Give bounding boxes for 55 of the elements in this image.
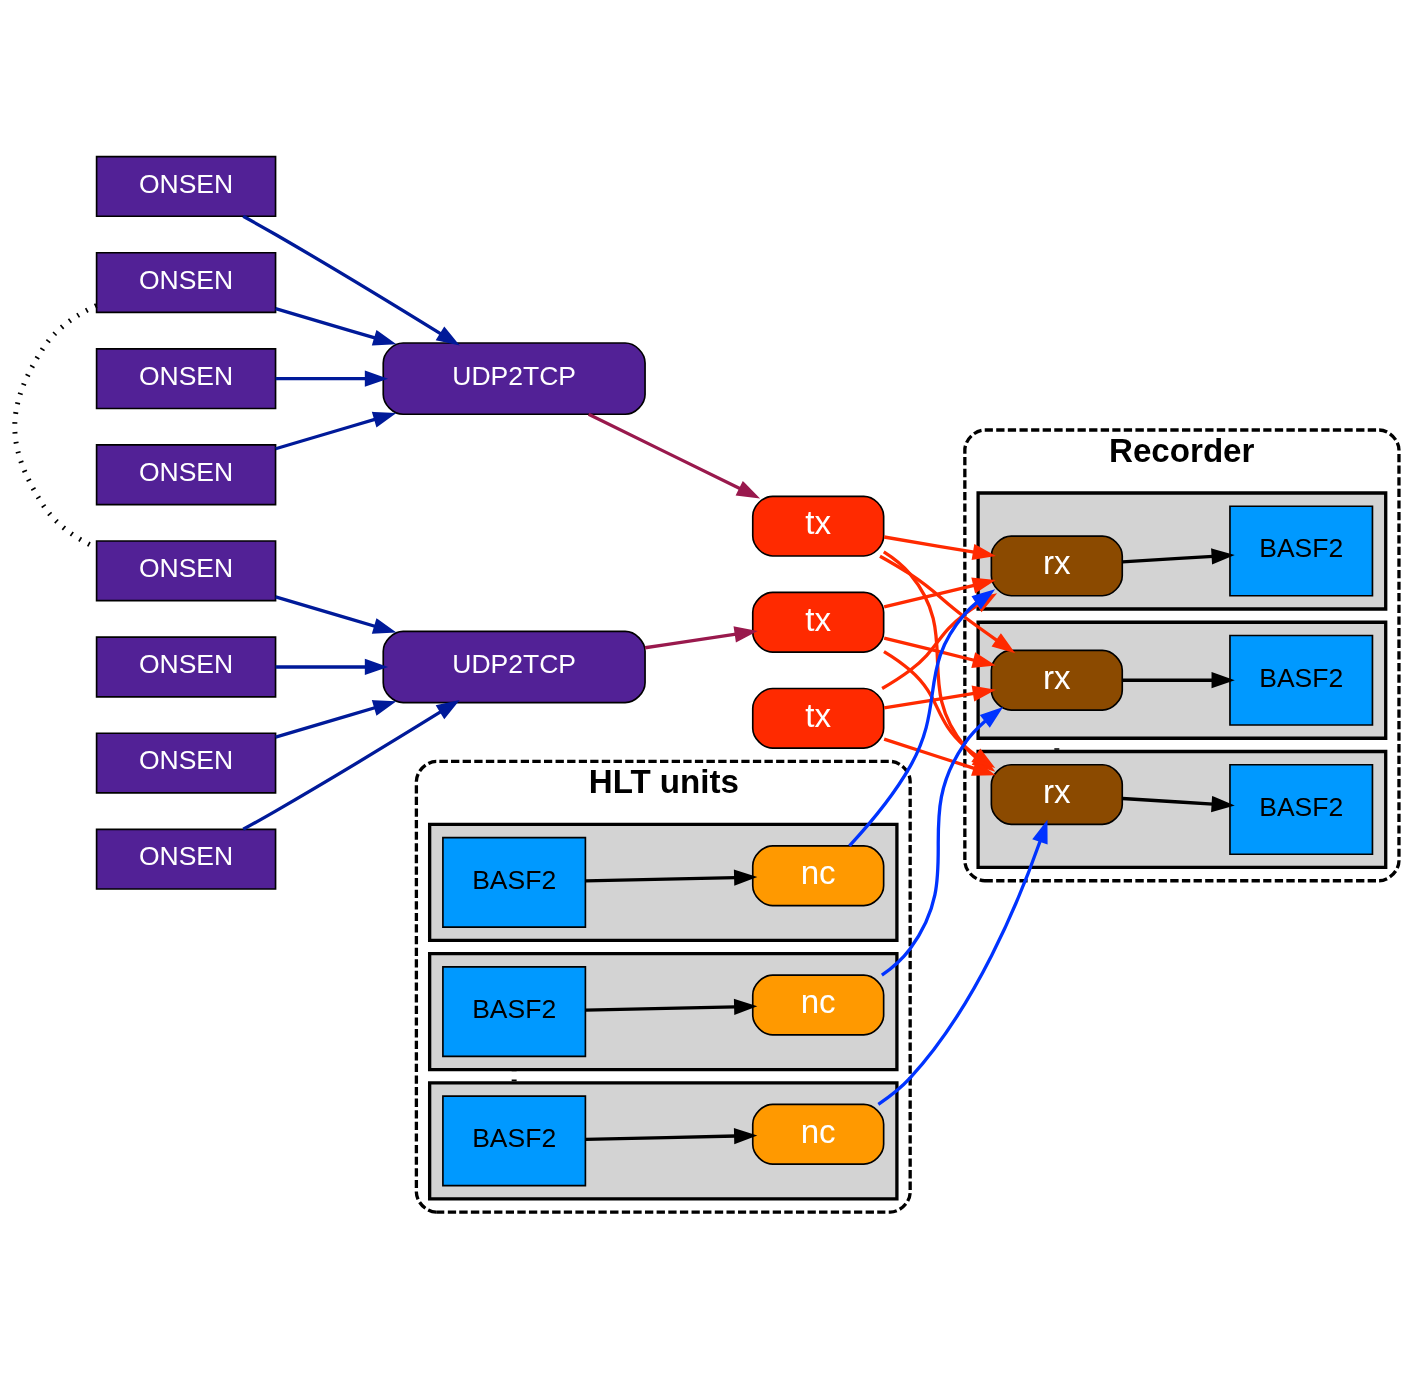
node-box: nc <box>751 844 885 906</box>
cluster <box>428 1080 899 1200</box>
node-box: UDP2TCP <box>382 341 646 415</box>
arrow <box>1122 547 1235 565</box>
node-box: BASF2 <box>1229 504 1374 597</box>
node-box: BASF2 <box>1229 634 1374 726</box>
arrow <box>585 998 758 1015</box>
arrow <box>1122 671 1235 688</box>
connector <box>12 302 98 550</box>
arrow <box>883 577 996 608</box>
node-box: ONSEN <box>95 155 277 217</box>
cluster <box>428 822 899 942</box>
node-box: ONSEN <box>95 443 277 505</box>
arrow <box>242 214 460 346</box>
arrow <box>587 412 761 498</box>
node-box: UDP2TCP <box>382 630 646 703</box>
node-box: nc <box>751 1103 885 1165</box>
arrow <box>585 1127 758 1144</box>
node-box: ONSEN <box>95 731 277 794</box>
node-box: rx <box>990 649 1124 711</box>
cluster <box>976 490 1388 611</box>
arrow <box>877 819 1048 1106</box>
arrow <box>275 411 397 450</box>
arrow <box>275 658 389 675</box>
arrow <box>879 554 1016 653</box>
cluster <box>976 749 1388 869</box>
node-box: rx <box>990 534 1124 597</box>
arrow <box>275 306 397 345</box>
node-box: rx <box>990 763 1124 825</box>
node-box: nc <box>751 973 885 1036</box>
node-box: BASF2 <box>442 1094 587 1186</box>
arrow <box>883 635 996 668</box>
node-box: ONSEN <box>95 539 277 602</box>
arrow <box>880 706 1004 976</box>
arrow <box>585 868 758 886</box>
arrow <box>275 370 389 387</box>
arrow <box>1122 795 1235 812</box>
node-box: ONSEN <box>95 828 277 890</box>
arrow <box>242 699 460 831</box>
node-box: ONSEN <box>95 347 277 409</box>
arrow <box>275 699 397 739</box>
node-box: tx <box>751 495 885 557</box>
node-box: ONSEN <box>95 635 277 698</box>
node-box: ONSEN <box>95 251 277 313</box>
node-box: BASF2 <box>1229 763 1374 855</box>
arrow <box>883 685 996 710</box>
node-box: BASF2 <box>442 836 587 928</box>
arrow <box>883 649 996 768</box>
node-box: tx <box>751 687 885 749</box>
arrow <box>883 534 996 560</box>
arrow <box>275 594 397 634</box>
node-box: tx <box>751 591 885 653</box>
arrow <box>644 625 758 649</box>
cluster <box>428 951 899 1071</box>
node-box: BASF2 <box>442 965 587 1057</box>
